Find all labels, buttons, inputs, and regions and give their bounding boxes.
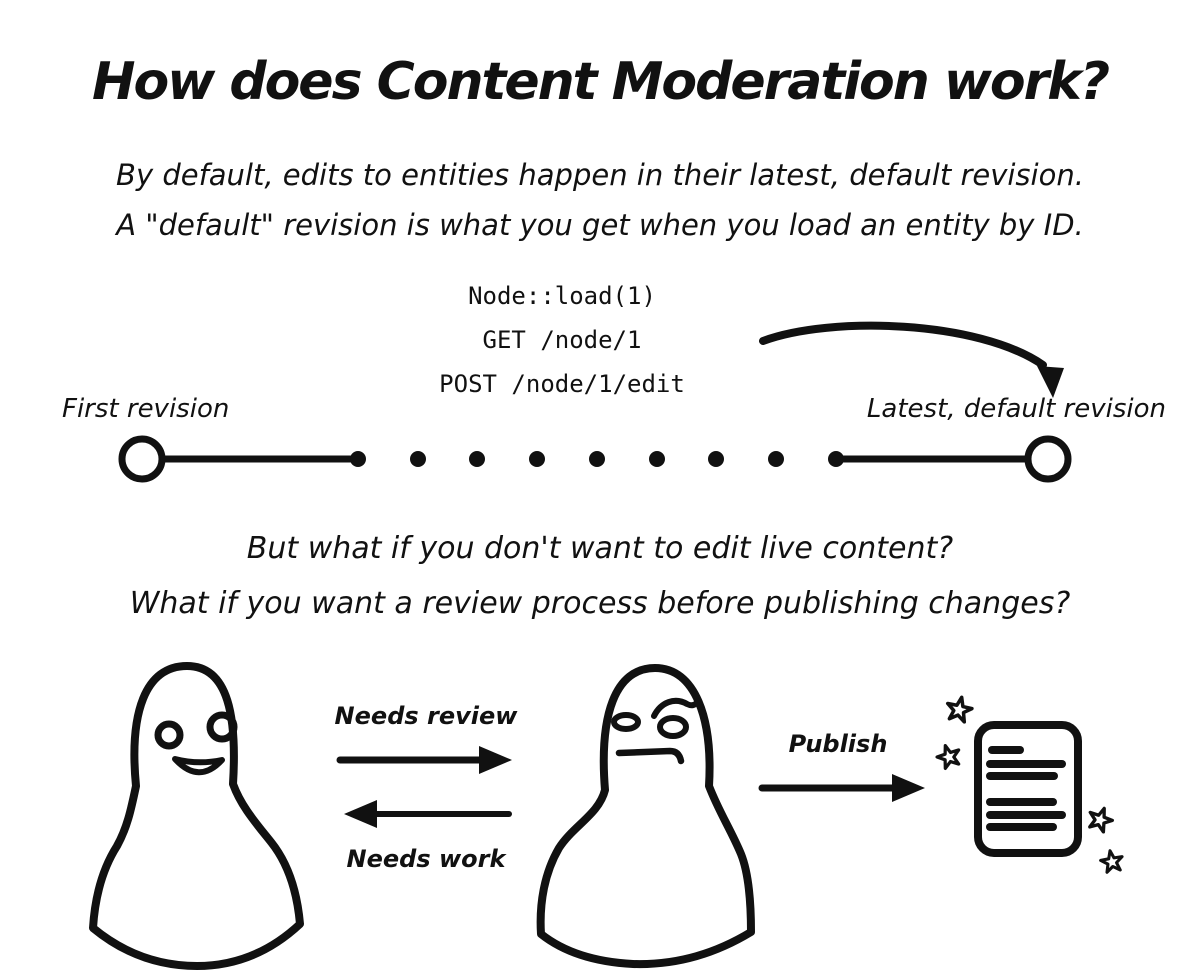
reviewer-right-eye: [657, 715, 689, 739]
page-title: How does Content Moderation work?: [91, 52, 1110, 112]
publish-label: Publish: [788, 730, 888, 758]
question-line-1: But what if you don't want to edit live …: [246, 531, 954, 566]
author-body: [89, 662, 304, 970]
star-icon: [1088, 806, 1115, 834]
star-icon: [935, 744, 961, 770]
question-line-2: What if you want a review process before…: [129, 586, 1071, 621]
author-right-eye: [206, 711, 238, 743]
intro-line-1: By default, edits to entities happen in …: [116, 158, 1084, 192]
code-line-post: POST /node/1/edit: [439, 370, 685, 398]
revision-timeline: [118, 435, 1072, 483]
skeptical-blob-reviewer-icon: [536, 664, 755, 969]
needs-review-arrow-head: [479, 746, 512, 774]
question-paragraph: But what if you don't want to edit live …: [0, 521, 1200, 631]
reviewer-left-eye: [611, 712, 641, 732]
star-icon: [1099, 849, 1124, 874]
author-left-eye: [154, 720, 184, 750]
intro-paragraph: By default, edits to entities happen in …: [0, 150, 1200, 250]
intro-line-2: A "default" revision is what you get whe…: [116, 208, 1084, 242]
needs-work-arrow-head: [344, 800, 377, 828]
document-text-lines: [986, 746, 1066, 831]
needs-work-label: Needs work: [346, 845, 506, 873]
reviewer-frown-mouth: [615, 747, 685, 765]
author-smile-mouth: [172, 756, 225, 776]
star-icon: [945, 695, 974, 724]
published-document-icon: [935, 695, 1124, 874]
document-page: [974, 721, 1082, 857]
first-revision-label: First revision: [62, 394, 230, 424]
reviewer-eyebrow: [651, 697, 701, 719]
review-arrows: [336, 746, 512, 828]
curved-arrow-shaft: [759, 321, 1047, 369]
code-line-get: GET /node/1: [482, 326, 642, 354]
timeline-dots: [350, 451, 844, 467]
publish-arrow-icon: [758, 774, 925, 802]
reviewer-body: [536, 664, 755, 969]
happy-blob-author-icon: [89, 662, 304, 970]
curved-arrow-icon: [759, 321, 1064, 398]
curved-arrow-head: [1037, 366, 1064, 398]
first-revision-node: [118, 435, 166, 483]
publish-arrow-head: [892, 774, 925, 802]
latest-revision-label: Latest, default revision: [866, 394, 1166, 424]
code-snippet: Node::load(1) GET /node/1 POST /node/1/e…: [162, 274, 962, 406]
needs-review-label: Needs review: [334, 702, 518, 730]
code-line-node-load: Node::load(1): [468, 282, 656, 310]
latest-revision-node: [1024, 435, 1072, 483]
